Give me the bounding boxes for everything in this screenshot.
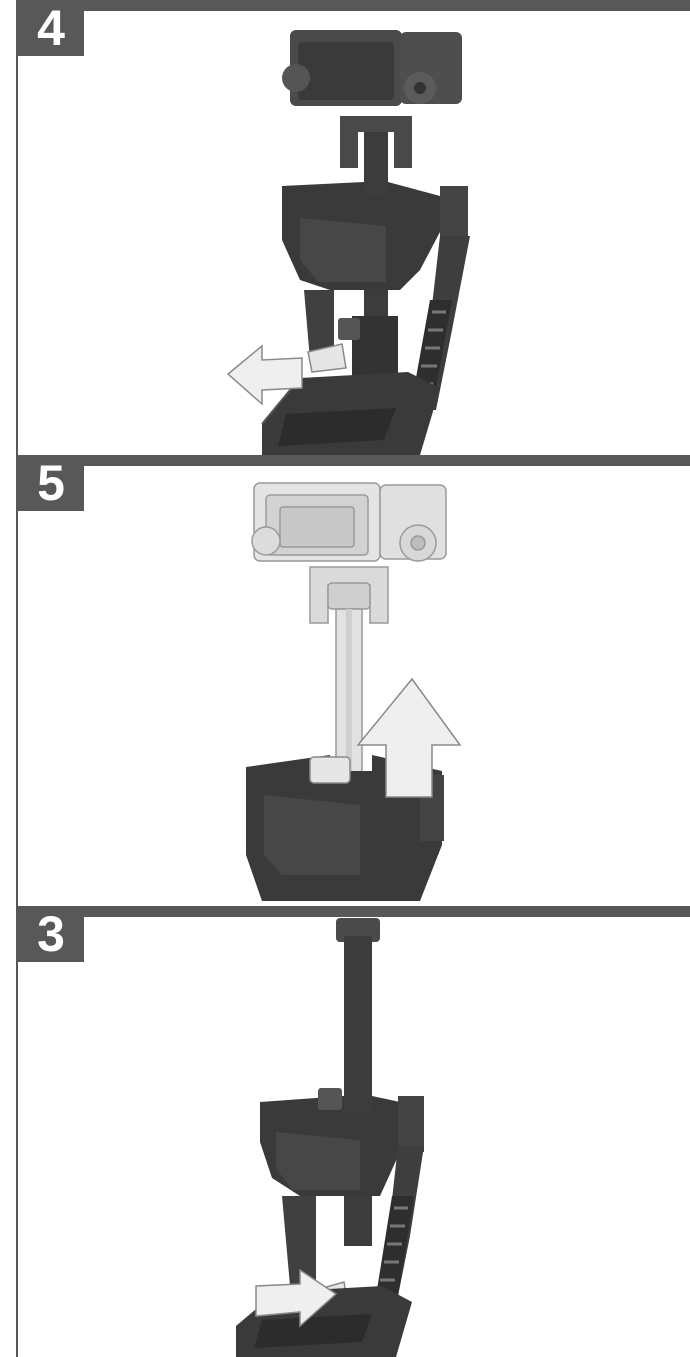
- lock-tab: [338, 318, 360, 340]
- step-4-illustration: [226, 30, 470, 455]
- panel-frame-line: [16, 455, 18, 906]
- clamp-body: [260, 1096, 424, 1306]
- step-3-illustration: [236, 918, 424, 1357]
- step-5-illustration: [246, 482, 462, 901]
- yoke-collar: [327, 582, 371, 610]
- yoke: [340, 116, 412, 168]
- step-number-badge: 3: [18, 906, 84, 962]
- latch-lever: [307, 343, 347, 373]
- arrow-right-icon: [255, 1268, 338, 1328]
- ladder-rack: [412, 300, 452, 400]
- panel-frame-line: [16, 906, 18, 1357]
- panel-top-bar: [18, 0, 690, 11]
- lock-tab: [318, 1088, 342, 1110]
- panel-top-bar: [18, 455, 690, 466]
- arrow-left-icon: [226, 344, 303, 406]
- pole-shade: [346, 609, 352, 779]
- base-foot: [261, 372, 440, 455]
- step-number-badge: 4: [18, 0, 84, 56]
- latch-clip: [309, 756, 351, 784]
- pole: [344, 936, 372, 1246]
- panel-top-bar: [18, 906, 690, 917]
- arrow-up-icon: [356, 677, 462, 798]
- head-unit-highlighted: [251, 482, 447, 562]
- ladder-rack: [376, 1196, 414, 1296]
- panel-frame-line: [16, 0, 18, 455]
- step-5-panel: 5: [0, 455, 690, 906]
- step-3-panel: 3: [0, 906, 690, 1357]
- step-number-badge: 5: [18, 455, 84, 511]
- step-4-panel: 4: [0, 0, 690, 455]
- head-unit: [282, 30, 462, 106]
